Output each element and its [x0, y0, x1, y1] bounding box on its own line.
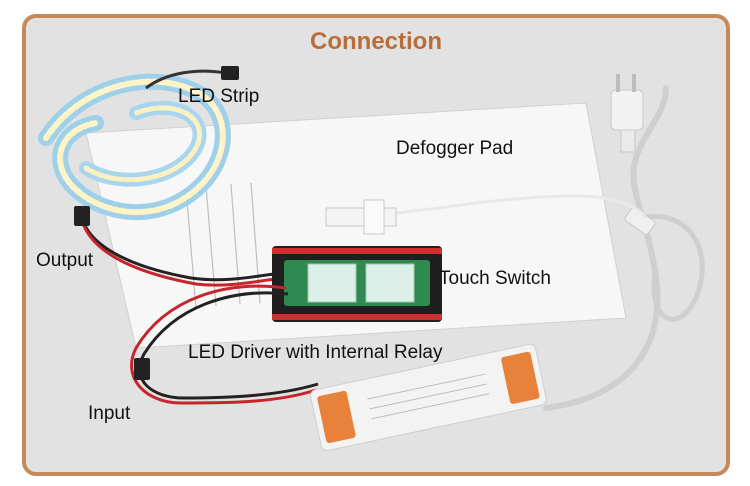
input-wire-black	[138, 291, 319, 400]
panel-title: Connection	[310, 28, 442, 55]
output-connector	[74, 206, 90, 226]
label-led-driver: LED Driver with Internal Relay	[188, 342, 443, 363]
power-cable-loop	[640, 214, 705, 322]
led-strip	[38, 73, 231, 221]
label-touch-switch: Touch Switch	[439, 268, 551, 289]
output-wire-black	[79, 212, 282, 282]
output-wire-red	[79, 215, 285, 287]
strip-lead-wires	[145, 69, 227, 90]
strip-connector	[221, 66, 239, 80]
label-input: Input	[88, 403, 131, 424]
label-led-strip: LED Strip	[178, 86, 260, 107]
touch-switch	[272, 246, 442, 322]
product-photo	[38, 66, 705, 452]
defogger-pad	[325, 199, 397, 235]
connection-panel: Connection	[22, 14, 730, 476]
label-output: Output	[36, 250, 94, 271]
input-wire-red	[130, 284, 317, 405]
defogger-wire	[395, 194, 648, 219]
led-driver	[310, 343, 547, 452]
label-defogger-pad: Defogger Pad	[396, 138, 514, 159]
input-connector	[134, 358, 150, 380]
power-plug	[610, 74, 644, 153]
